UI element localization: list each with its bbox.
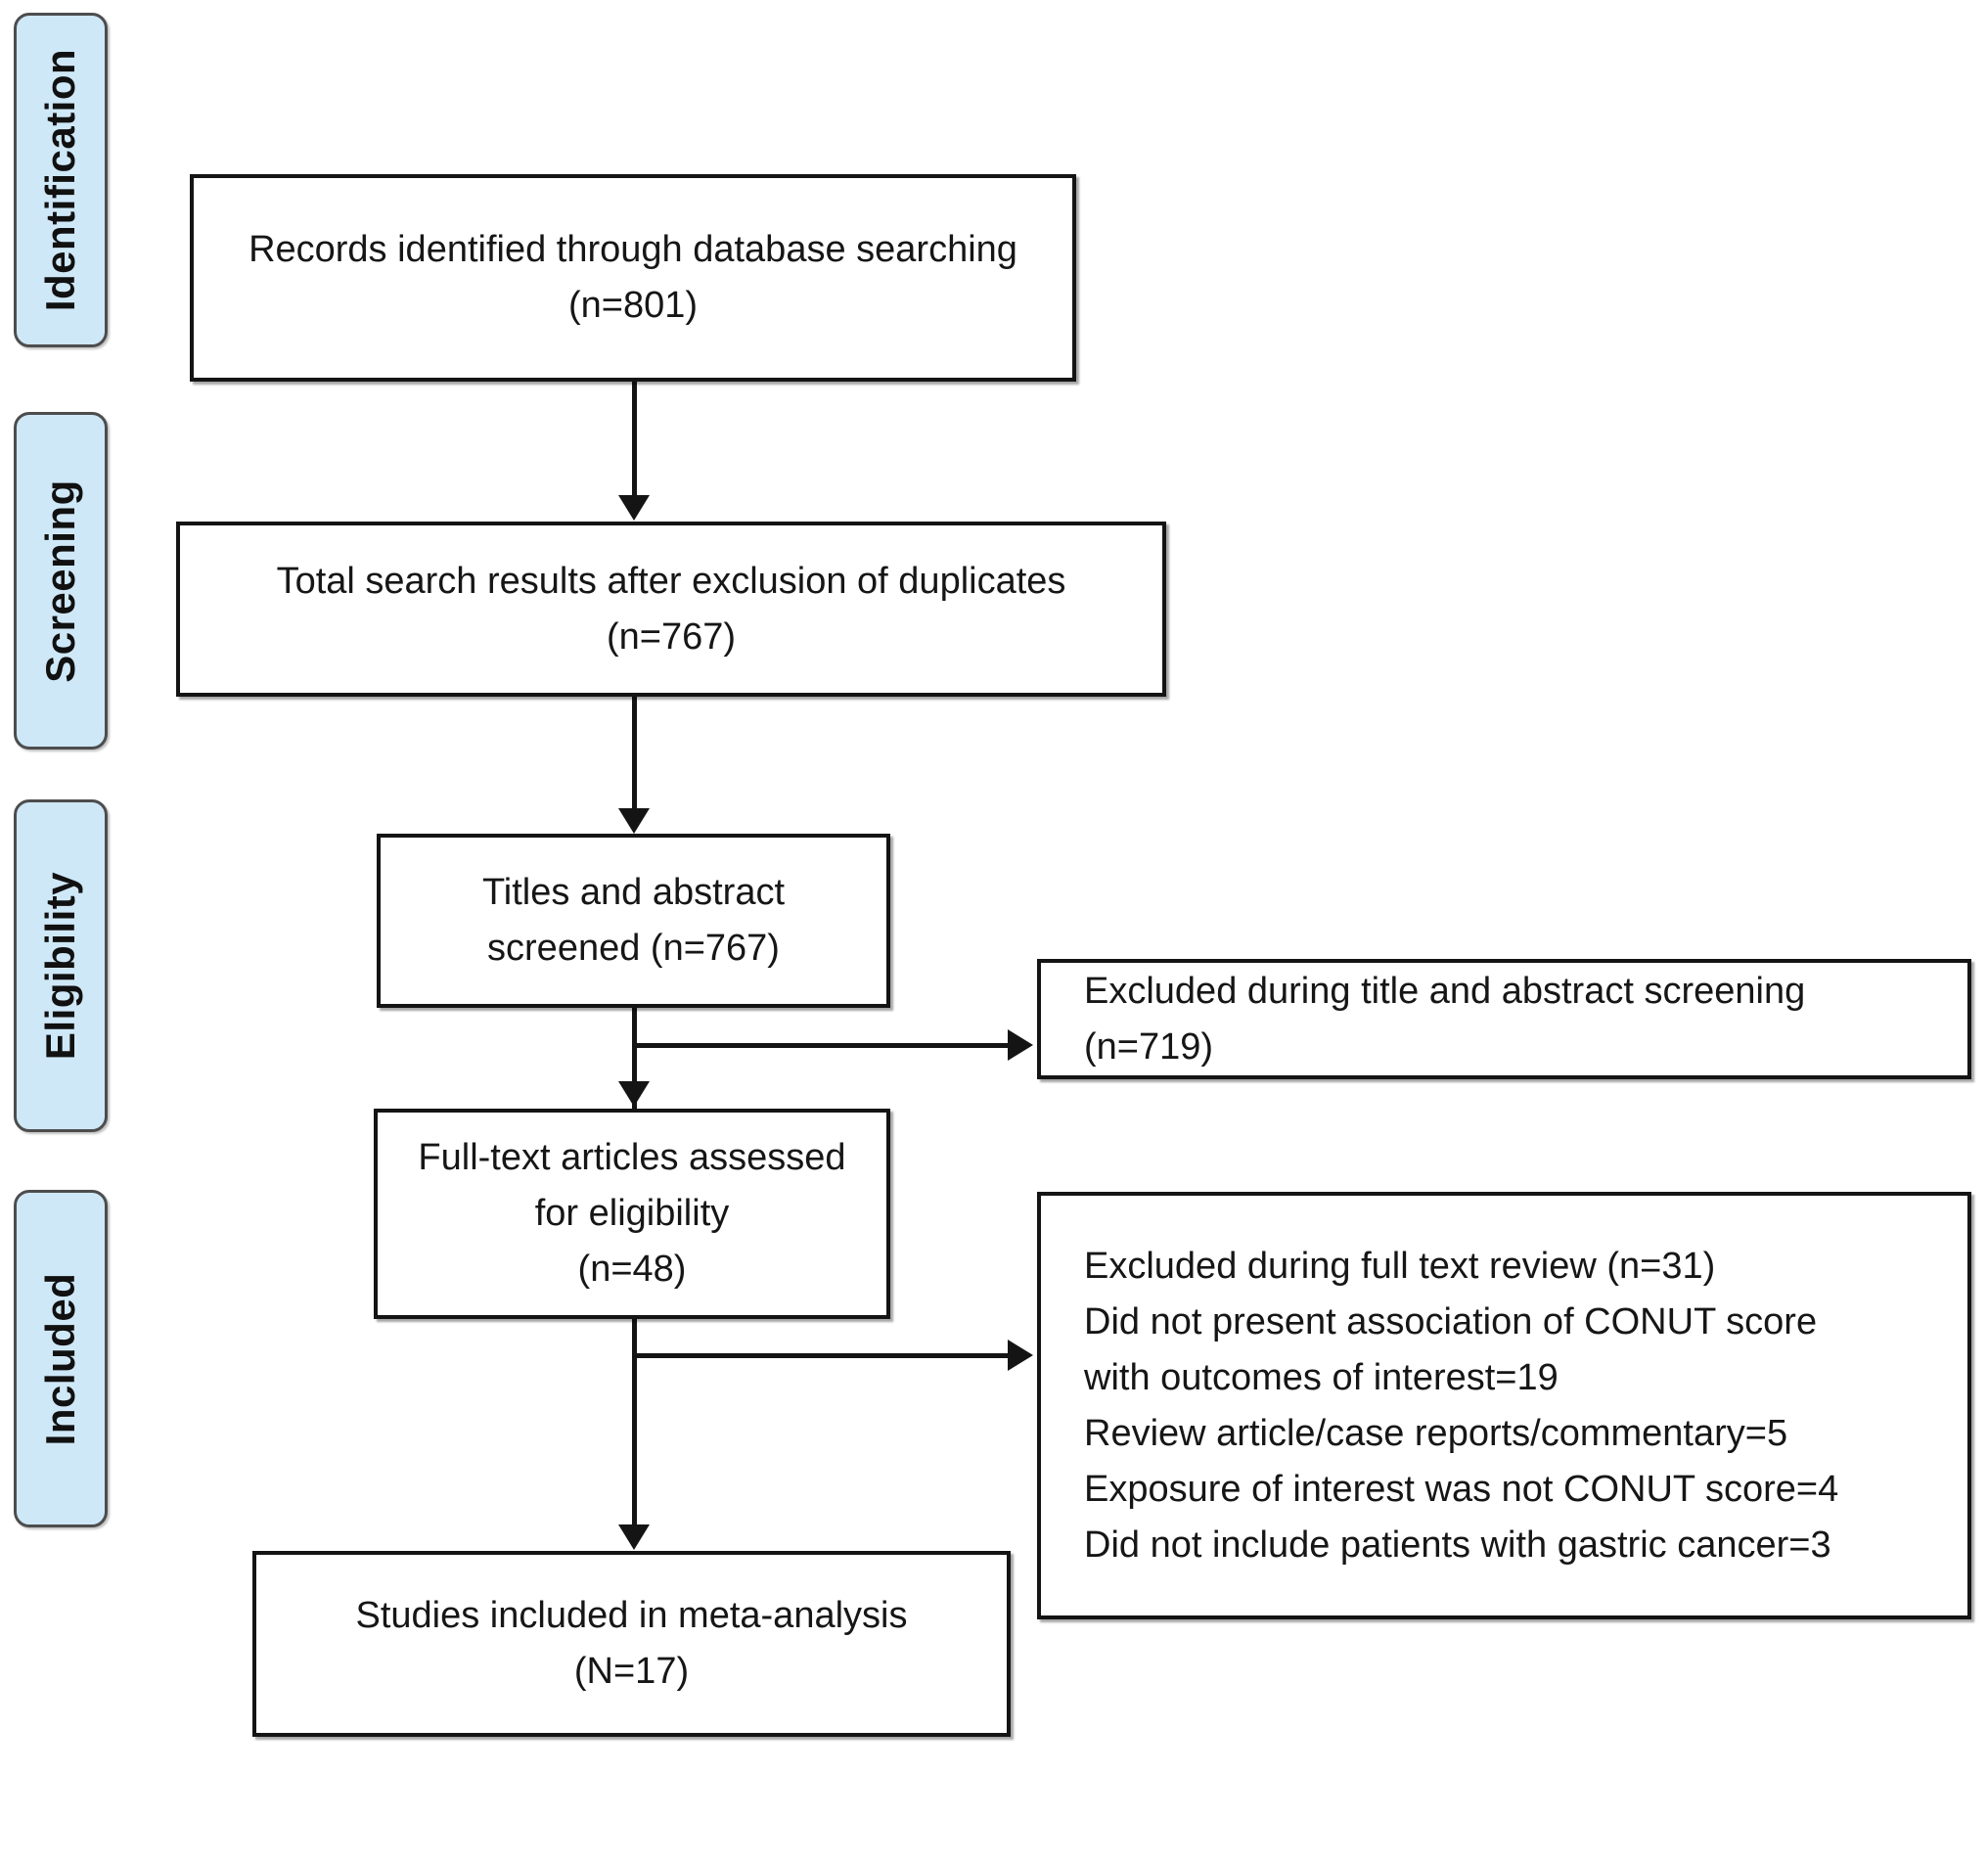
node-after-duplicates: Total search results after exclusion of …	[176, 522, 1166, 697]
node-excluded-full-text-line-2: Did not present association of CONUT sco…	[1084, 1300, 1818, 1342]
connector-fulltext-to-excluded-fulltext	[632, 1353, 1014, 1358]
connector-identified-to-duplicates	[632, 382, 637, 501]
node-excluded-full-text-line-3: with outcomes of interest=19	[1084, 1356, 1559, 1398]
node-titles-screened-line-2: screened (n=767)	[487, 928, 780, 969]
stage-identification: Identification	[14, 13, 108, 347]
node-full-text-assessed-line-2: for eligibility	[534, 1193, 730, 1234]
stage-included: Included	[14, 1190, 108, 1527]
connector-duplicates-to-titles	[632, 697, 637, 816]
node-records-identified-line-1: Records identified through database sear…	[248, 229, 1017, 270]
node-full-text-assessed-line-3: (n=48)	[577, 1249, 687, 1290]
stage-screening: Screening	[14, 412, 108, 750]
stage-label-included: Included	[37, 1272, 83, 1445]
node-excluded-title-abstract: Excluded during title and abstract scree…	[1037, 959, 1971, 1079]
stage-label-screening: Screening	[37, 478, 83, 683]
node-included-meta-line-1: Studies included in meta-analysis	[355, 1595, 908, 1636]
node-excluded-full-text-line-5: Exposure of interest was not CONUT score…	[1084, 1468, 1839, 1510]
arrowhead-titles-to-excluded-screening	[1008, 1029, 1033, 1061]
node-full-text-assessed: Full-text articles assessed for eligibil…	[374, 1109, 890, 1319]
node-excluded-full-text: Excluded during full text review (n=31) …	[1037, 1192, 1971, 1619]
node-full-text-assessed-line-1: Full-text articles assessed	[418, 1137, 846, 1178]
stage-label-identification: Identification	[37, 48, 83, 312]
node-after-duplicates-line-2: (n=767)	[606, 615, 737, 658]
node-after-duplicates-line-1: Total search results after exclusion of …	[276, 560, 1066, 602]
connector-titles-to-fulltext	[632, 1008, 637, 1111]
node-excluded-full-text-line-6: Did not include patients with gastric ca…	[1084, 1524, 1831, 1566]
arrowhead-fulltext-to-included	[618, 1524, 650, 1550]
node-included-meta-line-2: (N=17)	[573, 1651, 690, 1692]
arrowhead-identified-to-duplicates	[618, 495, 650, 521]
connector-fulltext-to-included	[632, 1319, 637, 1534]
node-excluded-title-abstract-line-1: Excluded during title and abstract scree…	[1084, 970, 1806, 1012]
node-titles-screened-line-1: Titles and abstract	[481, 872, 786, 913]
node-excluded-full-text-line-4: Review article/case reports/commentary=5	[1084, 1412, 1788, 1454]
node-records-identified: Records identified through database sear…	[190, 174, 1076, 382]
node-titles-screened: Titles and abstract screened (n=767)	[377, 834, 890, 1008]
arrowhead-titles-to-fulltext	[618, 1081, 650, 1107]
stage-label-eligibility: Eligibility	[37, 871, 83, 1061]
node-records-identified-line-2: (n=801)	[567, 285, 699, 326]
arrowhead-fulltext-to-excluded-fulltext	[1008, 1340, 1033, 1371]
node-excluded-title-abstract-line-2: (n=719)	[1084, 1025, 1214, 1068]
arrowhead-duplicates-to-titles	[618, 808, 650, 834]
connector-titles-to-excluded-screening	[632, 1043, 1014, 1048]
node-included-meta: Studies included in meta-analysis (N=17)	[252, 1551, 1011, 1737]
stage-eligibility: Eligibility	[14, 799, 108, 1132]
node-excluded-full-text-line-1: Excluded during full text review (n=31)	[1084, 1245, 1716, 1287]
